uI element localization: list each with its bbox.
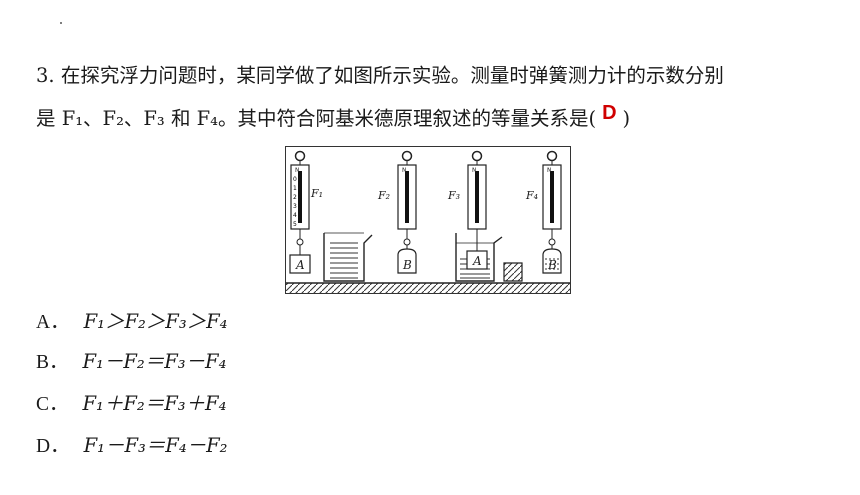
question-text-1: 在探究浮力问题时，某同学做了如图所示实验。测量时弹簧测力计的示数分别: [60, 64, 724, 87]
option-d-expr: F₁－F₃＝F₄－F₂: [83, 434, 228, 457]
experiment-figure: N 0 1 2 3 4 5 F₁ A N F₂: [285, 146, 571, 294]
bucket-b-1-label: B: [402, 258, 412, 272]
small-bucket: [503, 262, 523, 282]
object-a-1-label: A: [295, 258, 305, 272]
option-a: A． F₁＞F₂＞F₃＞F₄: [36, 310, 227, 335]
experiment-diagram: N 0 1 2 3 4 5 F₁ A N F₂: [286, 150, 570, 293]
scale-1-top: N: [295, 167, 300, 174]
scale-1-ticks: 0 1 2 3 4 5: [293, 176, 297, 228]
question-number: 3.: [36, 64, 55, 87]
question-line-1: 3. 在探究浮力问题时，某同学做了如图所示实验。测量时弹簧测力计的示数分别: [36, 63, 724, 89]
bucket-b-1: [397, 248, 417, 274]
scale-2-top: N: [402, 167, 407, 174]
spring-scale-4: N: [542, 150, 562, 251]
svg-text:5: 5: [293, 221, 297, 228]
label-f4: F₄: [525, 189, 538, 202]
option-c: C． F₁＋F₂＝F₃＋F₄: [36, 392, 226, 417]
label-f3: F₃: [447, 189, 460, 202]
label-f1: F₁: [310, 187, 323, 200]
answer-mark: D: [602, 102, 617, 124]
spring-scale-2: N: [397, 150, 417, 251]
question-line-2: 是 F₁、F₂、F₃ 和 F₄。其中符合阿基米德原理叙述的等量关系是(D): [36, 102, 631, 132]
svg-text:3: 3: [293, 203, 297, 210]
option-b-expr: F₁－F₂＝F₃－F₄: [82, 350, 227, 373]
option-d-letter: D．: [36, 436, 70, 457]
option-c-expr: F₁＋F₂＝F₃＋F₄: [82, 392, 227, 415]
bucket-b-2-label: B: [547, 258, 557, 272]
object-a-1: [289, 254, 311, 274]
scale-4-top: N: [547, 167, 552, 174]
svg-text:0: 0: [293, 176, 297, 183]
question-text-2-end: ): [622, 107, 631, 130]
option-d: D． F₁－F₃＝F₄－F₂: [36, 434, 227, 459]
question-text-2: 是 F₁、F₂、F₃ 和 F₄。其中符合阿基米德原理叙述的等量关系是(: [36, 107, 597, 130]
option-c-letter: C．: [36, 394, 69, 415]
svg-text:2: 2: [293, 194, 297, 201]
spring-scale-1: N 0 1 2 3 4 5: [290, 150, 310, 255]
decorative-dot: [60, 22, 62, 24]
label-f2: F₂: [377, 189, 390, 202]
overflow-beaker-1: [323, 232, 373, 282]
option-b: B． F₁－F₂＝F₃－F₄: [36, 350, 226, 375]
object-a-2-label: A: [472, 254, 482, 268]
option-b-letter: B．: [36, 352, 69, 373]
object-a-2: [466, 250, 488, 270]
svg-text:4: 4: [293, 212, 297, 219]
option-a-letter: A．: [36, 312, 70, 333]
ground: [286, 283, 570, 293]
bucket-b-2: [542, 248, 562, 274]
scale-3-top: N: [472, 167, 477, 174]
spring-scale-3: N: [467, 150, 487, 251]
svg-text:1: 1: [293, 185, 297, 192]
option-a-expr: F₁＞F₂＞F₃＞F₄: [83, 310, 228, 333]
